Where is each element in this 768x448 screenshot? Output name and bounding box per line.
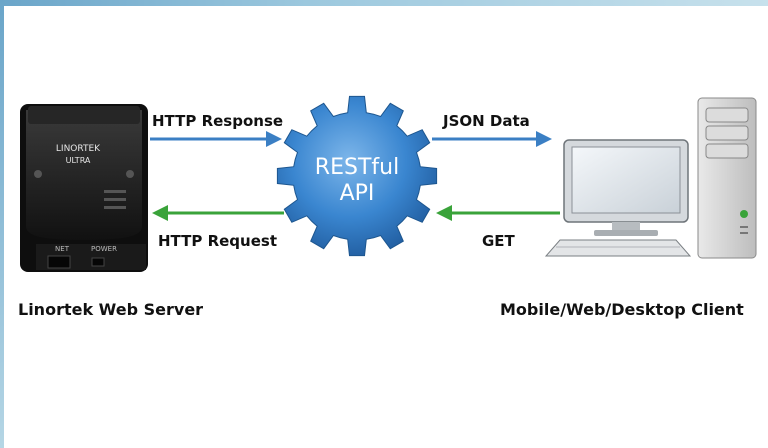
desktop-client (544, 97, 757, 259)
get-label: GET (482, 232, 515, 250)
json-data-label: JSON Data (443, 112, 530, 130)
server-port-net: NET (55, 245, 70, 253)
http-response-label: HTTP Response (152, 112, 284, 130)
server-port-power: POWER (91, 245, 117, 253)
arrow-get (436, 205, 560, 221)
arrow-http-request (152, 205, 284, 221)
web-server-device: LINORTEK ULTRA NET POWER (20, 104, 148, 272)
api-gear (276, 95, 438, 257)
client-caption: Mobile/Web/Desktop Client (500, 300, 744, 319)
frame-left-border (0, 0, 4, 448)
server-brand: LINORTEK (56, 144, 101, 154)
http-request-label: HTTP Request (158, 232, 277, 250)
arrow-json-data (432, 131, 552, 147)
arrow-http-response (150, 131, 282, 147)
frame-top-border (0, 0, 768, 6)
api-gear-line2: API (339, 181, 375, 206)
server-caption: Linortek Web Server (18, 300, 204, 319)
api-gear-line1: RESTful (314, 155, 400, 180)
server-model: ULTRA (66, 156, 91, 165)
